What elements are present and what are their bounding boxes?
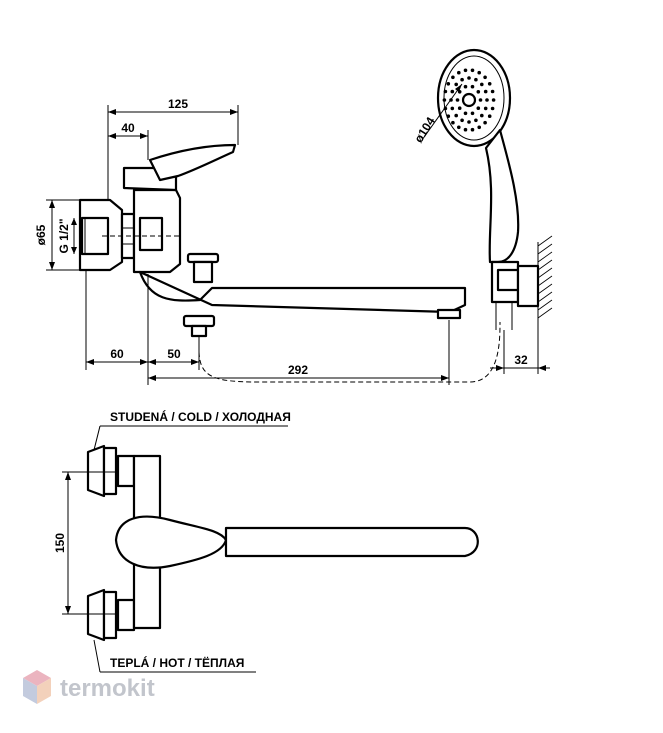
dimension-d65: ø65 [34,224,48,245]
nozzle-dot [463,111,468,116]
nozzle-dot [451,120,455,125]
termokit-logo-icon [23,670,51,704]
nozzle-dot [446,82,451,86]
nozzle-dot [457,106,462,110]
nozzle-dot [467,76,471,80]
nozzle-dot [457,70,461,75]
nozzle-dot [443,106,448,111]
nozzle-dot [477,125,482,130]
nozzle-dot [491,98,496,102]
top-view: 150 STUDENÁ / COLD / ХОЛОДНАЯ TEPLÁ / HO… [53,409,479,673]
dimension-125: 125 [168,97,188,111]
hatch-line [537,283,553,295]
nozzle-dot [476,106,481,110]
nozzle-dot [477,70,482,75]
nozzle-dot [442,98,447,102]
nozzle-dot [474,118,478,123]
nozzle-dot [490,106,495,111]
dimension-150: 150 [53,533,67,553]
nozzle-dot [446,114,451,118]
hatch-line [537,275,553,287]
nozzle-dot [483,89,488,94]
watermark-text: termokit [60,675,155,702]
hatch-line [537,291,553,303]
nozzle-dot [454,82,459,87]
nozzle-dot [474,77,478,82]
hatch-line [537,243,553,255]
nozzle-dot [478,98,483,102]
nozzle-dot [470,127,475,132]
side-view: 125 40 ø65 G 1/2" 60 50 292 [34,48,553,385]
nozzle-dot [467,120,471,124]
wall-hatch [537,235,553,326]
nozzle-dot [487,82,492,86]
dimension-60: 60 [110,347,124,361]
hatch-line [537,267,553,279]
nozzle-dot [463,127,468,132]
dimension-g12: G 1/2" [57,218,71,253]
nozzle-dot [480,113,484,118]
nozzle-dot [460,118,464,123]
dimension-50: 50 [167,347,181,361]
label-cold: STUDENÁ / COLD / ХОЛОДНАЯ [110,409,291,424]
nozzle-dot [460,77,464,82]
nozzle-dot [480,82,484,87]
nozzle-dot [470,111,475,116]
nozzle-dot [485,98,489,102]
nozzle-dot [483,75,487,80]
nozzle-dot [454,113,459,118]
hand-shower [436,48,540,330]
nozzle-dot [483,120,487,125]
dimension-292: 292 [288,363,308,377]
nozzle-dot [470,68,475,73]
dimension-32: 32 [514,353,528,367]
nozzle-dot [450,106,455,111]
watermark: termokit [23,670,155,704]
nozzle-dot [443,89,448,94]
hatch-line [537,235,553,247]
nozzle-dot [463,84,468,89]
dimension-40: 40 [121,121,135,135]
nozzle-dot [470,84,475,89]
hatch-line [537,251,553,263]
nozzle-dot [490,89,495,94]
dimension-d104: ø104 [411,114,438,145]
hatch-line [537,259,553,271]
nozzle-dot [487,114,492,118]
nozzle-dot [455,98,460,102]
nozzle-dot [457,125,461,130]
nozzle-dot [483,106,488,111]
nozzle-dot [450,89,455,94]
hatch-line [537,307,553,319]
label-hot: TEPLÁ / HOT / ТЁПЛАЯ [110,655,244,670]
nozzle-dot [476,90,481,94]
hatch-line [537,299,553,311]
nozzle-dot [463,68,468,73]
nozzle-dot [451,75,455,80]
